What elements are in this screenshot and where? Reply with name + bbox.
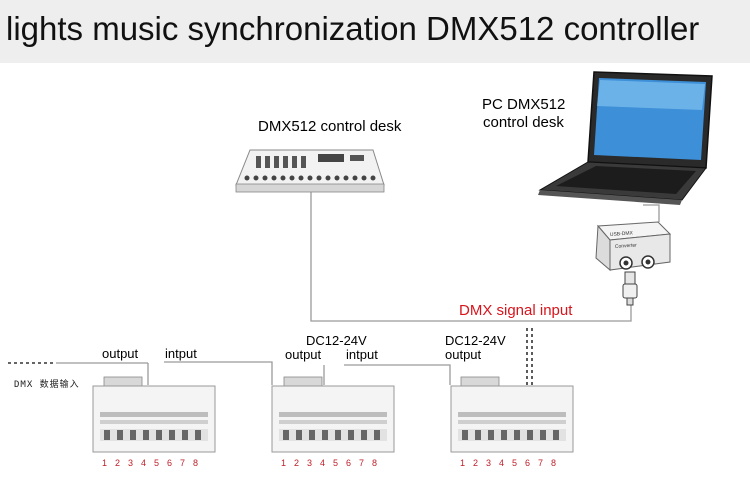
unit3-channel-number: 2 — [473, 458, 479, 468]
unit3-channel-number: 4 — [499, 458, 505, 468]
unit1-channel-number: 5 — [154, 458, 160, 468]
decoder-unit-3 — [450, 376, 574, 453]
pc-label-line1: PC DMX512 — [482, 96, 566, 113]
unit2-channel-number: 2 — [294, 458, 300, 468]
dmx-cables — [147, 188, 660, 385]
unit1-to-unit2-cable — [164, 361, 273, 385]
unit1-output-label: output — [102, 346, 139, 361]
unit3-channel-number: 1 — [460, 458, 466, 468]
unit3-channel-number: 5 — [512, 458, 518, 468]
unit2-output-label: output — [285, 347, 322, 362]
xlr-connector — [622, 271, 638, 306]
unit1-channel-number: 3 — [128, 458, 134, 468]
unit1-channel-number: 7 — [180, 458, 186, 468]
unit3-channel-number: 7 — [538, 458, 544, 468]
control-desk-label: DMX512 control desk — [258, 118, 402, 135]
unit2-channel-number: 6 — [346, 458, 352, 468]
unit2-power-label: DC12-24V — [306, 333, 367, 348]
unit2-channel-number: 7 — [359, 458, 365, 468]
decoder-unit-1 — [92, 376, 216, 453]
unit3-channel-number: 8 — [551, 458, 557, 468]
unit2-input-label: intput — [346, 347, 378, 362]
unit3-power-label: DC12-24V — [445, 333, 506, 348]
unit1-channel-number: 4 — [141, 458, 147, 468]
usb-cable — [643, 204, 660, 222]
unit2-channel-number: 8 — [372, 458, 378, 468]
title-bar: lights music synchronization DMX512 cont… — [0, 0, 750, 63]
converter-label-1: USB-DMX — [610, 230, 634, 238]
unit2-channel-number: 1 — [281, 458, 287, 468]
pc-label-line2: control desk — [483, 114, 564, 131]
page-title: lights music synchronization DMX512 cont… — [6, 10, 700, 47]
dmx512-control-desk — [235, 149, 385, 193]
unit1-input-label: intput — [165, 346, 197, 361]
unit3-channel-number: 6 — [525, 458, 531, 468]
unit3-output-label: output — [445, 347, 482, 362]
dmx-data-input-label: DMX 数据输入 — [14, 380, 80, 390]
unit1-channel-number: 2 — [115, 458, 121, 468]
unit3-channel-number: 3 — [486, 458, 492, 468]
unit1-channel-number: 8 — [193, 458, 199, 468]
decoder-unit-2 — [271, 376, 395, 453]
unit2-channel-number: 5 — [333, 458, 339, 468]
unit2-to-unit3-cable — [344, 364, 451, 385]
desk-cable — [310, 188, 632, 322]
unit1-channel-number: 1 — [102, 458, 108, 468]
unit1-channel-number: 6 — [167, 458, 173, 468]
laptop-icon — [538, 71, 713, 205]
unit2-channel-number: 4 — [320, 458, 326, 468]
unit2-channel-number: 3 — [307, 458, 313, 468]
converter-label-2: Converter — [615, 242, 638, 250]
signal-input-label: DMX signal input — [459, 302, 573, 319]
dashed-links — [8, 328, 533, 388]
usb-dmx-converter: USB-DMX Converter — [595, 221, 672, 272]
